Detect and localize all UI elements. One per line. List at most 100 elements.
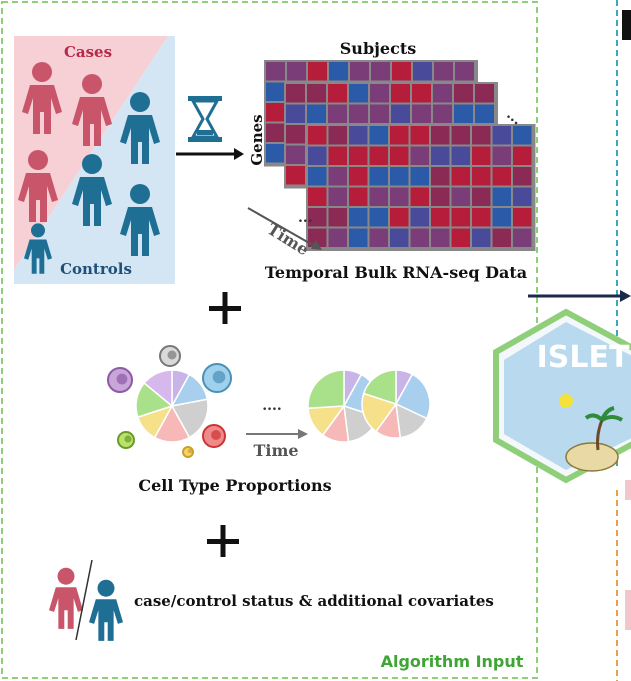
heatmap-cell	[370, 84, 389, 103]
heatmap-cell	[308, 187, 327, 206]
heatmap-cell	[308, 167, 327, 186]
cell-time-label: Time	[253, 441, 298, 460]
heatmap-cell	[308, 126, 327, 145]
heatmap-cell	[286, 104, 305, 123]
heatmap-cell	[350, 62, 369, 81]
heatmap-cell	[431, 187, 450, 206]
heatmap-cell	[492, 228, 511, 247]
heatmap-cell	[349, 187, 368, 206]
hourglass-icon	[188, 96, 222, 142]
heatmap-cell	[513, 228, 532, 247]
heatmap-cell	[492, 208, 511, 227]
plus-icon	[209, 292, 241, 324]
heatmap-cell	[370, 104, 389, 123]
person-icon-case	[72, 74, 112, 146]
person-icon-case	[22, 62, 62, 134]
heatmap-cell	[472, 126, 491, 145]
heatmap-cell	[451, 208, 470, 227]
heatmap-cell	[307, 104, 326, 123]
heatmap-cell	[390, 167, 409, 186]
pie-slice	[307, 369, 345, 410]
heatmap-cell	[513, 187, 532, 206]
heatmap-cell	[472, 228, 491, 247]
heatmap-cell	[410, 167, 429, 186]
arrow-to-bulk	[176, 148, 244, 160]
heatmap-cell	[390, 228, 409, 247]
heatmap-cell	[455, 62, 474, 81]
cell-icon	[107, 367, 133, 393]
person-icon-case	[49, 567, 83, 629]
algorithm-input-label: Algorithm Input	[381, 652, 524, 671]
heatmap-cell	[451, 146, 470, 165]
cell-time-arrow	[246, 429, 308, 439]
cell-icon	[202, 424, 226, 448]
heatmap-cell	[369, 228, 388, 247]
right-panel-hint-2	[625, 480, 631, 500]
pie-slice	[170, 398, 209, 439]
heatmap-cell	[410, 126, 429, 145]
heatmap-cell	[369, 126, 388, 145]
heatmap-cell	[410, 208, 429, 227]
heatmap-cell	[431, 167, 450, 186]
heatmap-cell	[472, 187, 491, 206]
cases-label: Cases	[64, 43, 112, 61]
heatmap-cell	[454, 84, 473, 103]
heatmap-cell	[286, 166, 305, 185]
heatmap-cell	[472, 167, 491, 186]
heatmap-cell	[451, 228, 470, 247]
cell-icon	[202, 363, 232, 393]
cell-icon	[159, 345, 181, 367]
heatmap-cell	[390, 146, 409, 165]
island-icon	[565, 442, 619, 472]
heatmap-cell	[328, 208, 347, 227]
islet-logo: ISLET	[493, 308, 631, 484]
heatmap-cell	[328, 228, 347, 247]
cell-dots: ....	[262, 398, 282, 414]
heatmap-cell	[308, 62, 327, 81]
slash-divider	[75, 559, 93, 641]
heatmap-cell	[390, 126, 409, 145]
heatmap-cell	[412, 104, 431, 123]
arrow-to-islet	[528, 290, 631, 302]
bulk-rna-heatmap: Subjects Genes ... ... Time Temporal Bul…	[247, 39, 536, 282]
heatmap-cell	[349, 208, 368, 227]
covariates-label: case/control status & additional covaria…	[134, 592, 494, 610]
time-arrow	[247, 207, 322, 250]
heatmap-cell	[410, 146, 429, 165]
heatmap-cell	[433, 104, 452, 123]
heatmap-cell	[266, 123, 285, 142]
heatmap-cell	[390, 208, 409, 227]
heatmap-cell	[492, 167, 511, 186]
heatmap-cell	[475, 104, 494, 123]
heatmap-cell	[307, 84, 326, 103]
heatmap-cell	[328, 167, 347, 186]
heatmap-cell	[287, 62, 306, 81]
heatmap-cell	[391, 84, 410, 103]
cell-icon	[182, 446, 194, 458]
heatmap-cell	[390, 187, 409, 206]
genes-label: Genes	[248, 114, 266, 165]
heatmap-cell	[308, 146, 327, 165]
heatmap-cell	[492, 187, 511, 206]
heatmap-cell	[369, 187, 388, 206]
heatmap-cell	[349, 126, 368, 145]
heatmap-cell	[286, 84, 305, 103]
heatmap-cell	[451, 126, 470, 145]
person-icon-control	[24, 223, 52, 274]
heatmap-cell	[451, 187, 470, 206]
heatmap-cell	[391, 104, 410, 123]
bulk-title: Temporal Bulk RNA-seq Data	[265, 263, 527, 282]
heatmap-cell	[349, 167, 368, 186]
palm-tree-icon	[596, 419, 604, 451]
heatmap-cell	[431, 228, 450, 247]
heatmap-cell	[513, 126, 532, 145]
person-icon-control	[89, 579, 123, 641]
heatmap-cell	[266, 144, 285, 163]
heatmap-cell	[349, 84, 368, 103]
heatmap-cell	[475, 84, 494, 103]
heatmap-cell	[308, 208, 327, 227]
heatmap-cell	[328, 146, 347, 165]
heatmap-cell	[328, 84, 347, 103]
heatmap-cell	[349, 146, 368, 165]
